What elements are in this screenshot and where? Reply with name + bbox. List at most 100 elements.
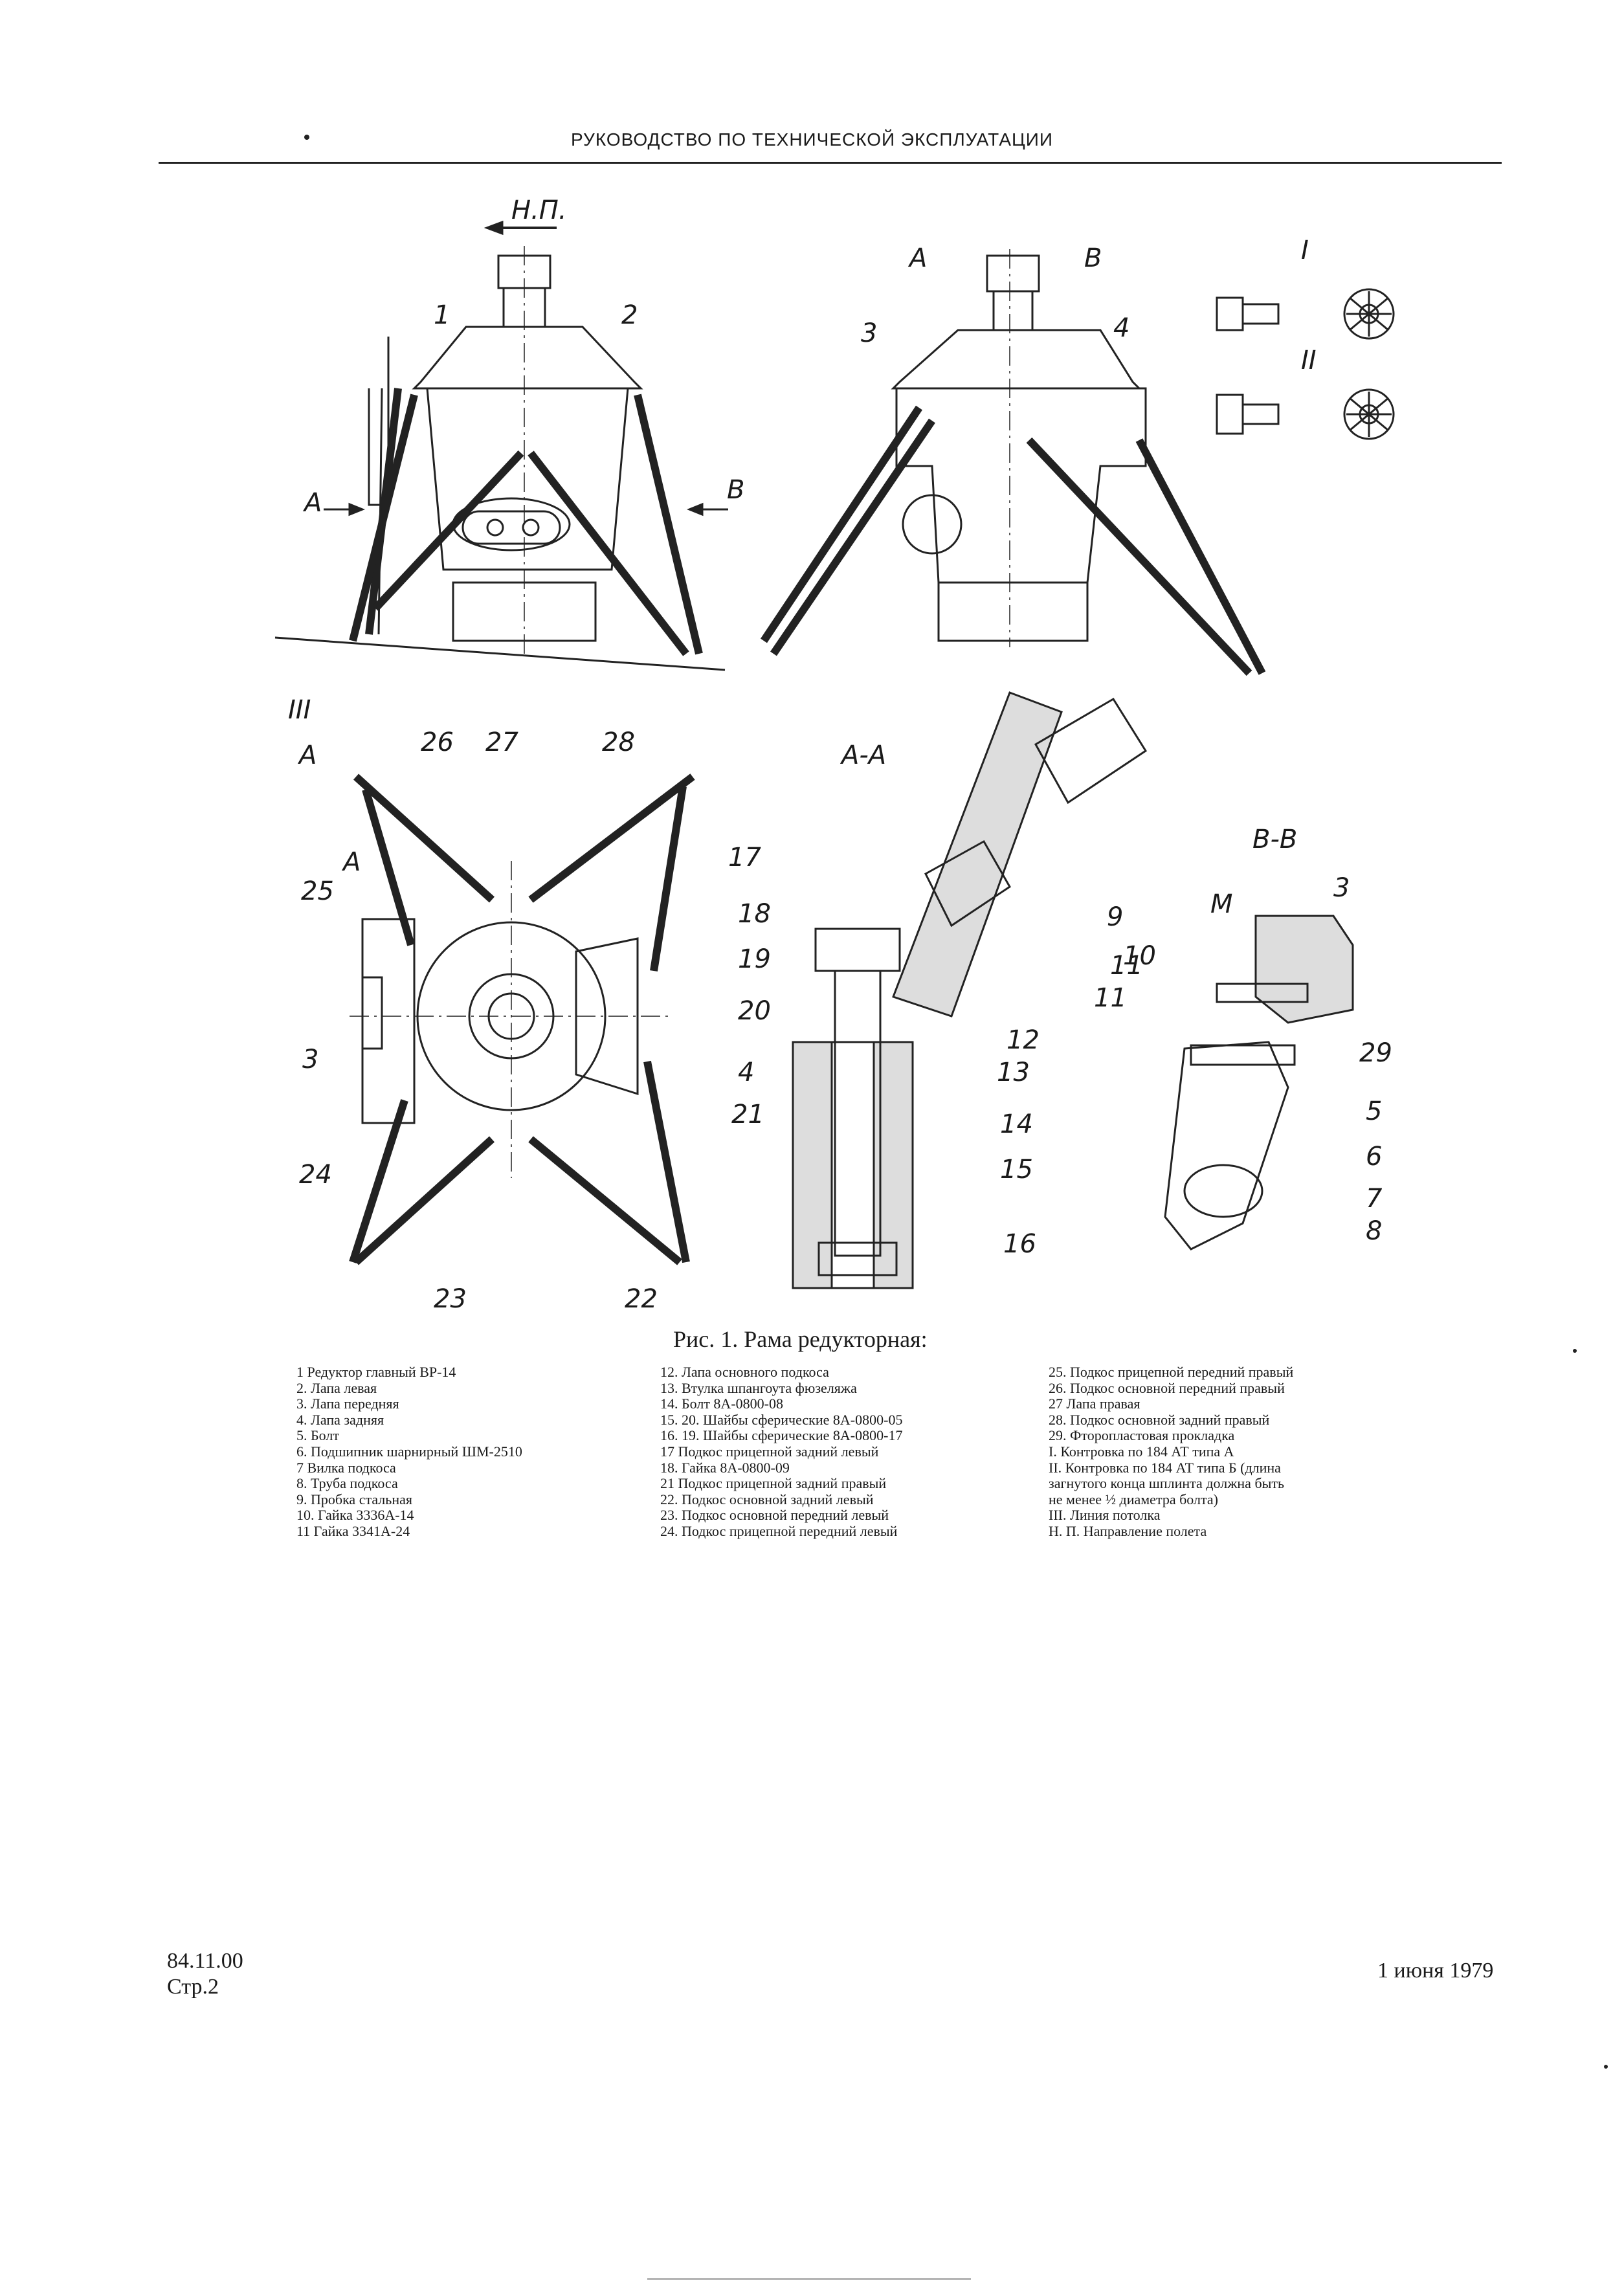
technical-drawing: Н.П. А В III А В I II А А А-А В-В М 1 2 … (274, 195, 1395, 1314)
legend-item: 16. 19. Шайбы сферические 8А-0800-17 (660, 1427, 903, 1444)
legend-item: 29. Фторопластовая прокладка (1049, 1427, 1235, 1444)
label-m: М (1210, 889, 1233, 919)
label-ii: II (1301, 346, 1317, 375)
footer-left: 84.11.00 Стр.2 (167, 1948, 243, 2000)
label-b-front: В (727, 475, 744, 505)
callout-8: 8 (1366, 1216, 1382, 1246)
callout-18: 18 (738, 899, 771, 929)
legend-item: 8. Труба подкоса (296, 1475, 398, 1492)
legend-item: загнутого конца шплинта должна быть (1049, 1475, 1285, 1492)
callout-6: 6 (1366, 1142, 1382, 1172)
legend-item: не менее ½ диаметра болта) (1049, 1491, 1218, 1507)
callout-7: 7 (1366, 1184, 1383, 1214)
legend-column-1: 1 Редуктор главный ВР-14 2. Лапа левая 3… (296, 1364, 522, 1540)
legend-item: III. Линия потолка (1049, 1507, 1161, 1524)
callout-19: 19 (738, 944, 771, 974)
view-details-i-ii (1216, 288, 1395, 440)
callout-29: 29 (1359, 1038, 1392, 1068)
view-front (274, 220, 728, 671)
legend-item: 12. Лапа основного подкоса (660, 1364, 829, 1380)
callout-16: 16 (1003, 1229, 1036, 1259)
callout-11-bb: 11 (1094, 983, 1127, 1013)
callout-23: 23 (434, 1284, 467, 1314)
callout-27: 27 (485, 728, 518, 757)
callout-11-aa: 11 (1110, 951, 1143, 981)
callout-21: 21 (731, 1100, 764, 1129)
legend-item: 6. Подшипник шарнирный ШМ-2510 (296, 1443, 522, 1460)
callout-3: 3 (861, 318, 877, 348)
callout-20: 20 (738, 996, 771, 1026)
callout-13: 13 (997, 1058, 1030, 1087)
callout-4-top: 4 (738, 1058, 754, 1087)
legend-item: 28. Подкос основной задний правый (1049, 1411, 1270, 1428)
legend-item: 1 Редуктор главный ВР-14 (296, 1364, 456, 1380)
section-a-a (792, 691, 1148, 1289)
label-a-top: А (297, 740, 317, 770)
callout-10: 10 (1123, 941, 1156, 971)
callout-24: 24 (299, 1160, 332, 1190)
label-np: Н.П. (511, 195, 567, 225)
legend-item: 10. Гайка 3336А-14 (296, 1507, 414, 1524)
legend-item: 23. Подкос основной передний левый (660, 1507, 889, 1524)
legend-item: 4. Лапа задняя (296, 1411, 384, 1428)
legend-item: 27 Лапа правая (1049, 1395, 1140, 1412)
legend-item: 13. Втулка шпангоута фюзеляжа (660, 1379, 857, 1396)
legend-item: 22. Подкос основной задний левый (660, 1491, 874, 1507)
label-b-side: В (1084, 243, 1102, 273)
scan-dot-bottom-right (1604, 2065, 1608, 2069)
label-section-bb: В-В (1252, 825, 1297, 854)
legend-item: 21 Подкос прицепной задний правый (660, 1475, 887, 1492)
callout-5: 5 (1366, 1096, 1382, 1126)
callout-3-bb: 3 (1333, 873, 1350, 903)
callout-1: 1 (434, 300, 450, 330)
callout-15: 15 (1000, 1155, 1033, 1184)
footer-doc-code: 84.11.00 (167, 1949, 243, 1973)
callout-22: 22 (625, 1284, 658, 1314)
callout-17: 17 (728, 843, 761, 873)
drawing-labels: Н.П. А В III А В I II А А А-А В-В М 1 2 … (288, 195, 1392, 1314)
label-a-top-2: А (341, 847, 361, 877)
callout-14: 14 (1000, 1109, 1033, 1139)
callout-9: 9 (1107, 902, 1123, 932)
legend-item: 24. Подкос прицепной передний левый (660, 1522, 898, 1539)
label-iii: III (288, 695, 311, 725)
section-b-b (1164, 915, 1354, 1251)
legend-item: 9. Пробка стальная (296, 1491, 412, 1507)
view-side (761, 249, 1266, 676)
legend-item: 25. Подкос прицепной передний правый (1049, 1364, 1294, 1380)
callout-26: 26 (421, 728, 454, 757)
callout-28: 28 (602, 728, 635, 757)
callout-2: 2 (621, 300, 638, 330)
callout-3-top: 3 (302, 1045, 318, 1074)
legend-item: 14. Болт 8А-0800-08 (660, 1395, 783, 1412)
scan-dot-right (1573, 1349, 1577, 1353)
scan-dot-top (304, 135, 309, 140)
scan-artifact-line (647, 2278, 971, 2280)
legend-item: II. Контровка по 184 АТ типа Б (длина (1049, 1459, 1281, 1476)
legend-column-2: 12. Лапа основного подкоса 13. Втулка шп… (660, 1364, 902, 1540)
label-a-front: А (302, 488, 322, 518)
legend-item: I. Контровка по 184 АТ типа А (1049, 1443, 1234, 1460)
label-section-aa: А-А (840, 740, 886, 770)
callout-4: 4 (1113, 313, 1129, 343)
legend-item: 7 Вилка подкоса (296, 1459, 396, 1476)
legend-item: 26. Подкос основной передний правый (1049, 1379, 1285, 1396)
legend-item: 17 Подкос прицепной задний левый (660, 1443, 879, 1460)
legend-item: 2. Лапа левая (296, 1379, 377, 1396)
figure-caption: Рис. 1. Рама редукторная: (673, 1326, 928, 1352)
header-rule (159, 162, 1502, 164)
callout-25: 25 (301, 876, 334, 906)
legend-item: 11 Гайка 3341А-24 (296, 1522, 410, 1539)
legend-column-3: 25. Подкос прицепной передний правый 26.… (1049, 1364, 1293, 1540)
page-header-title: РУКОВОДСТВО ПО ТЕХНИЧЕСКОЙ ЭКСПЛУАТАЦИИ (571, 129, 1053, 150)
label-a-side: А (907, 243, 927, 273)
legend-item: 5. Болт (296, 1427, 339, 1444)
legend-item: Н. П. Направление полета (1049, 1522, 1207, 1539)
callout-12: 12 (1007, 1025, 1040, 1055)
footer-page-number: Стр.2 (167, 1975, 219, 1999)
legend-item: 18. Гайка 8А-0800-09 (660, 1459, 790, 1476)
view-top (349, 773, 695, 1265)
legend-item: 15. 20. Шайбы сферические 8А-0800-05 (660, 1411, 903, 1428)
footer-date: 1 июня 1979 (1377, 1959, 1494, 1983)
label-i: I (1301, 236, 1309, 265)
